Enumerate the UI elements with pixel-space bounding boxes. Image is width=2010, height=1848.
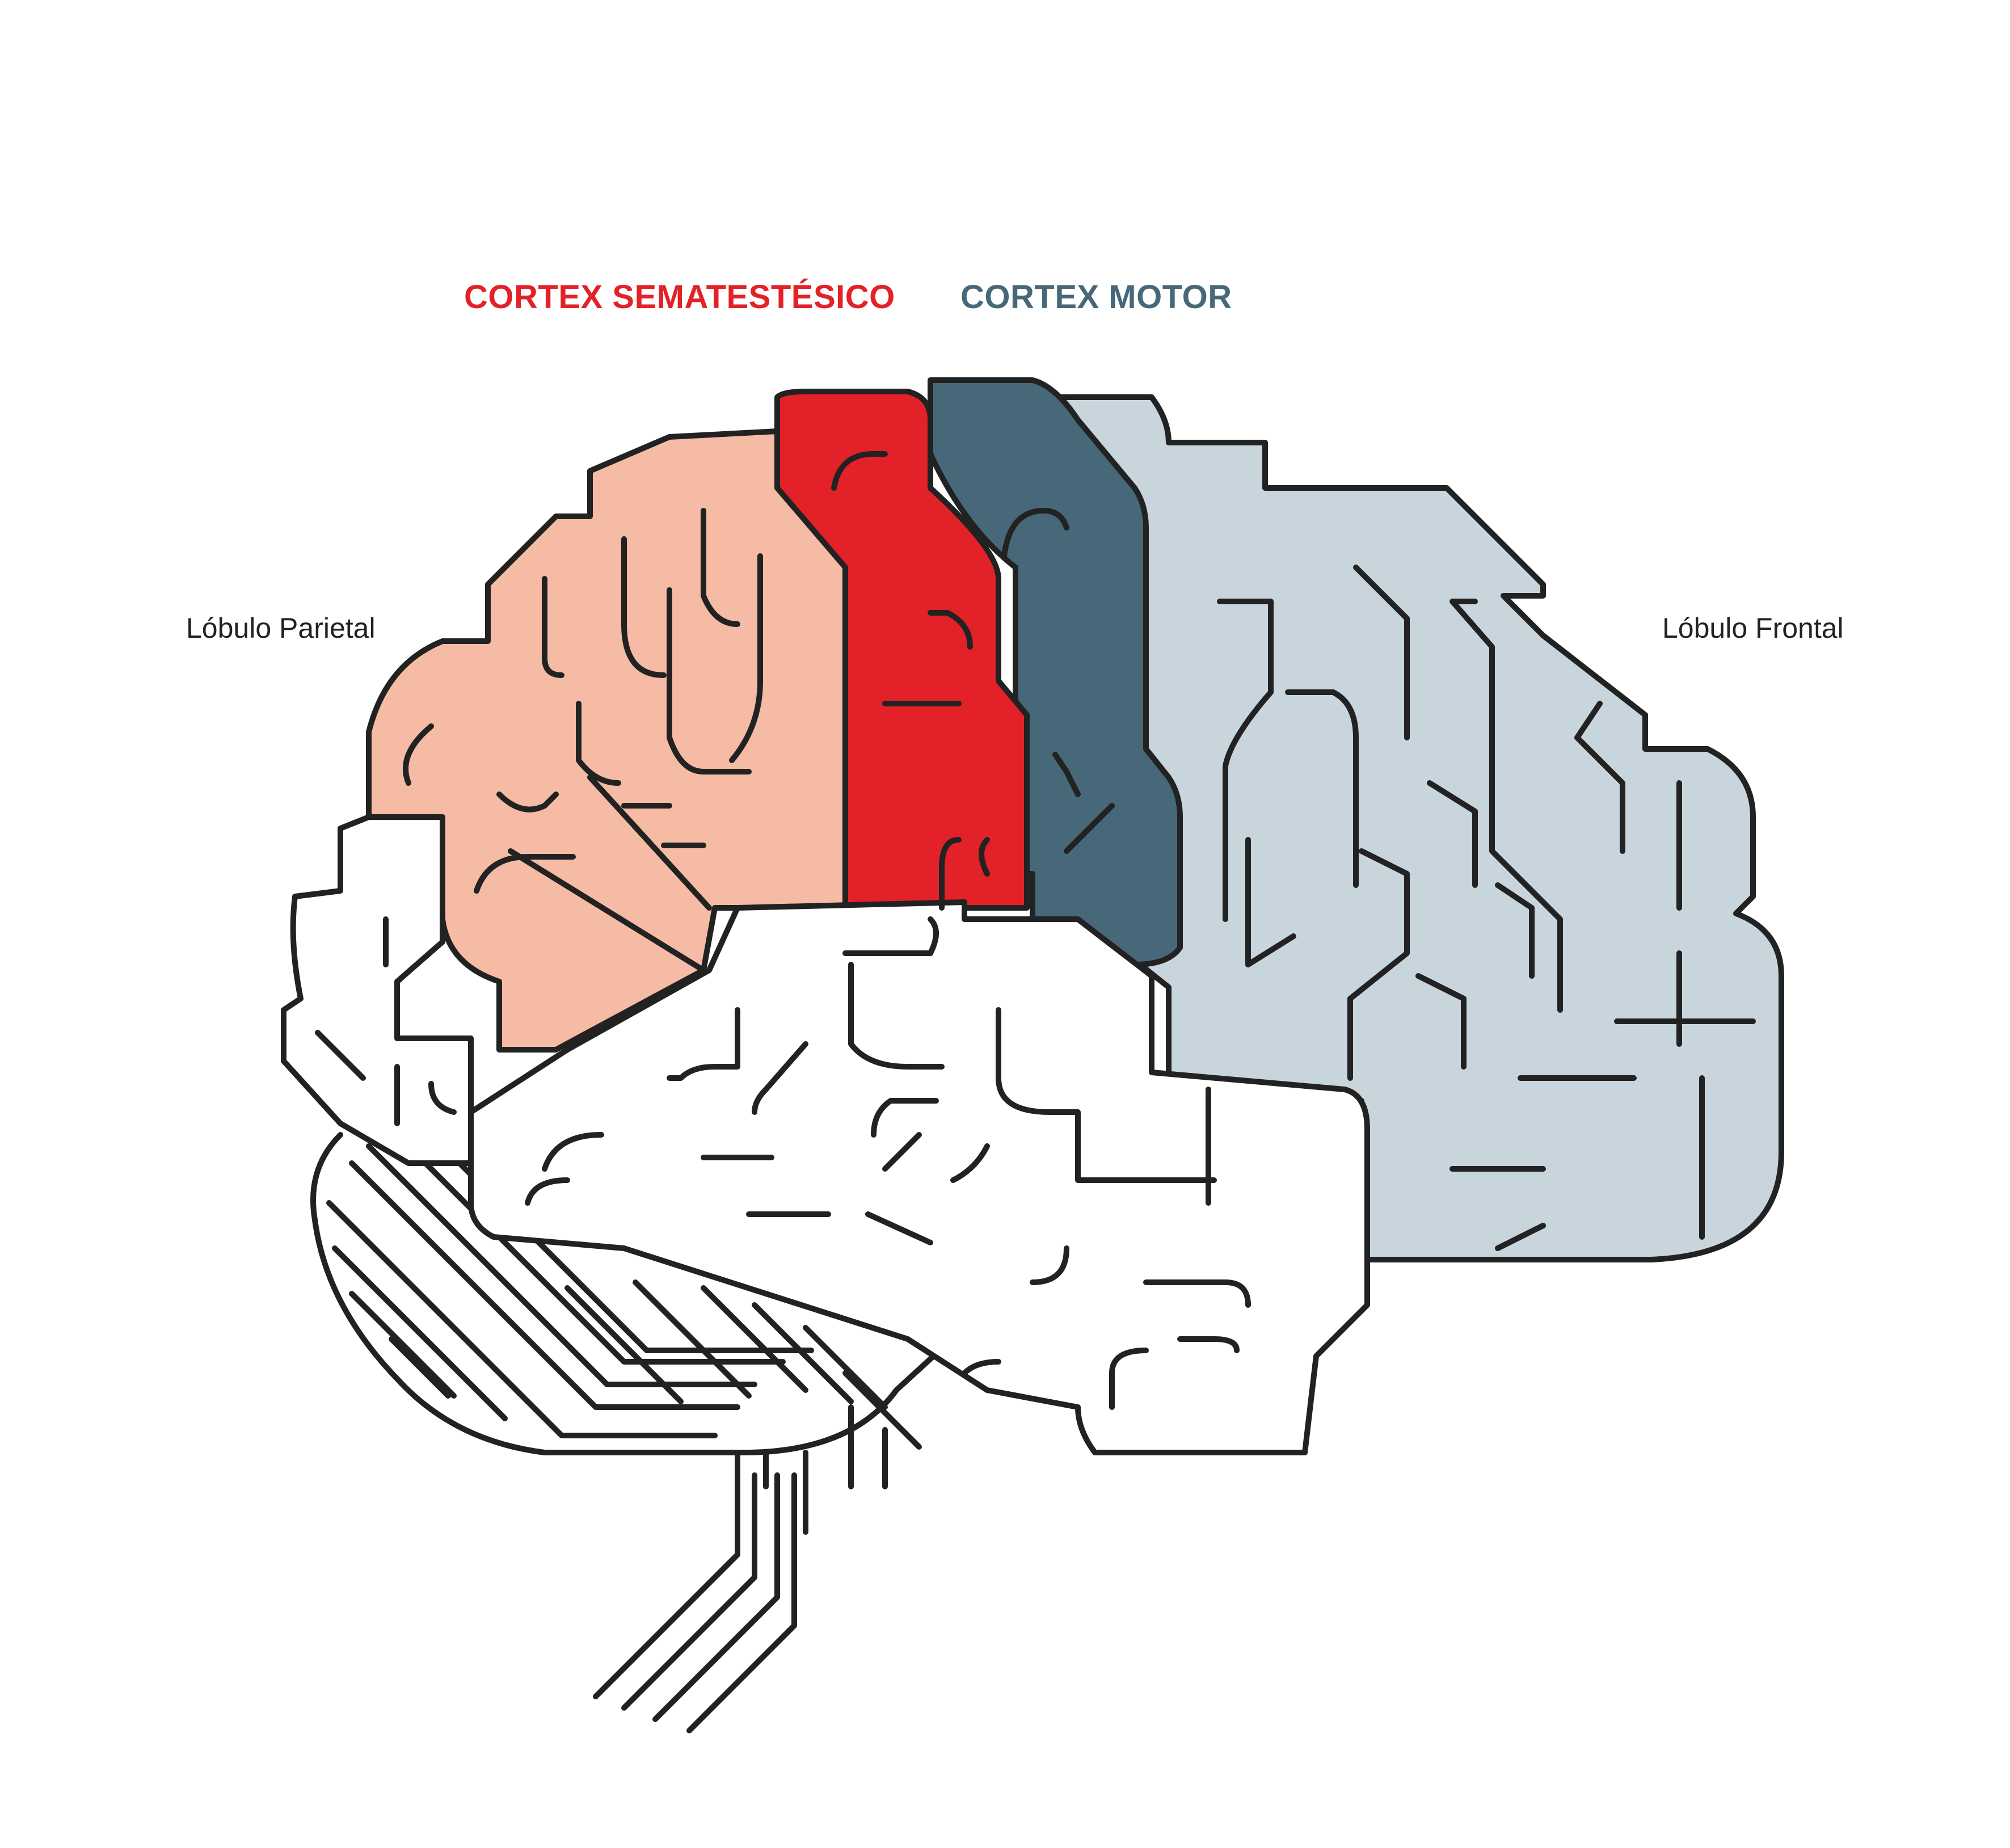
motor-cortex-title: CORTEX MOTOR	[960, 279, 1232, 315]
parietal-sulci	[403, 508, 763, 973]
brain-outline-group	[281, 377, 1784, 1733]
frontal-lobe-label: Lóbulo Frontal	[1662, 612, 1844, 644]
motor-cortex-region	[928, 377, 1183, 967]
occipital-sulci	[315, 916, 457, 1126]
central-sulci	[831, 451, 1115, 911]
occipital-region	[281, 814, 474, 1166]
temporal-lobe-region	[468, 899, 1370, 1455]
somatosensory-cortex-title: CORTEX SEMATESTÉSICO	[464, 279, 895, 315]
frontal-sulci	[1217, 565, 1756, 1251]
cerebellum	[310, 1132, 967, 1535]
somatosensory-cortex-region	[774, 389, 1030, 911]
parietal-lobe-label: Lóbulo Parietal	[186, 612, 376, 644]
temporal-sulci	[525, 916, 1251, 1410]
brainstem	[593, 1472, 797, 1733]
